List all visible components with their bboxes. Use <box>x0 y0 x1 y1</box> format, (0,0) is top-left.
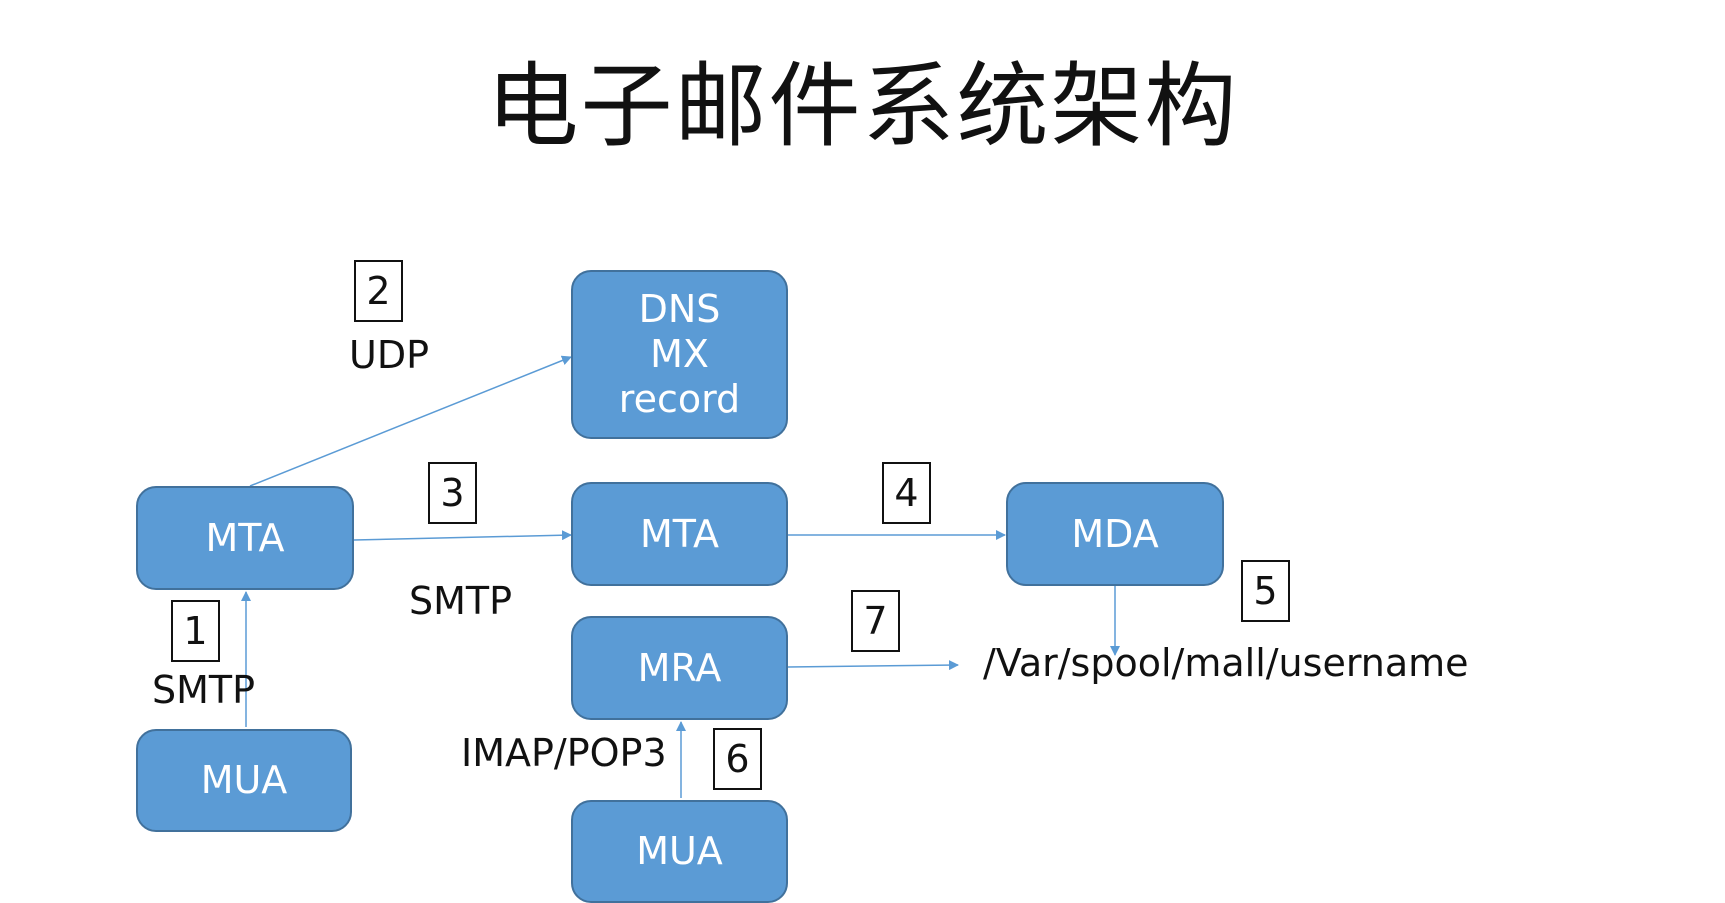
step-number-2: 2 <box>354 260 403 322</box>
step-number-4: 4 <box>882 462 931 524</box>
arrow-mta-to-mta <box>353 530 572 541</box>
imap-pop3-label: IMAP/POP3 <box>461 731 667 775</box>
arrow-mta-to-dns <box>249 355 572 487</box>
udp-label: UDP <box>349 333 429 377</box>
step-number-6: 6 <box>713 728 762 790</box>
step-number-5: 5 <box>1241 560 1290 622</box>
mua-left-node: MUA <box>136 729 352 832</box>
arrow-mra-to-spool <box>787 660 959 671</box>
step-number-7: 7 <box>851 590 900 652</box>
step-number-1: 1 <box>171 600 220 662</box>
mta-left-node: MTA <box>136 486 354 590</box>
mua-center-node: MUA <box>571 800 788 903</box>
mda-node: MDA <box>1006 482 1224 586</box>
smtp-label-mua: SMTP <box>152 668 256 712</box>
mra-node: MRA <box>571 616 788 720</box>
step-number-3: 3 <box>428 462 477 524</box>
dns-mx-record-node: DNS MX record <box>571 270 788 439</box>
spool-path-label: /Var/spool/mall/username <box>983 641 1469 685</box>
mta-center-node: MTA <box>571 482 788 586</box>
page-title: 电子邮件系统架构 <box>486 53 1239 160</box>
smtp-label-mta: SMTP <box>409 579 513 623</box>
